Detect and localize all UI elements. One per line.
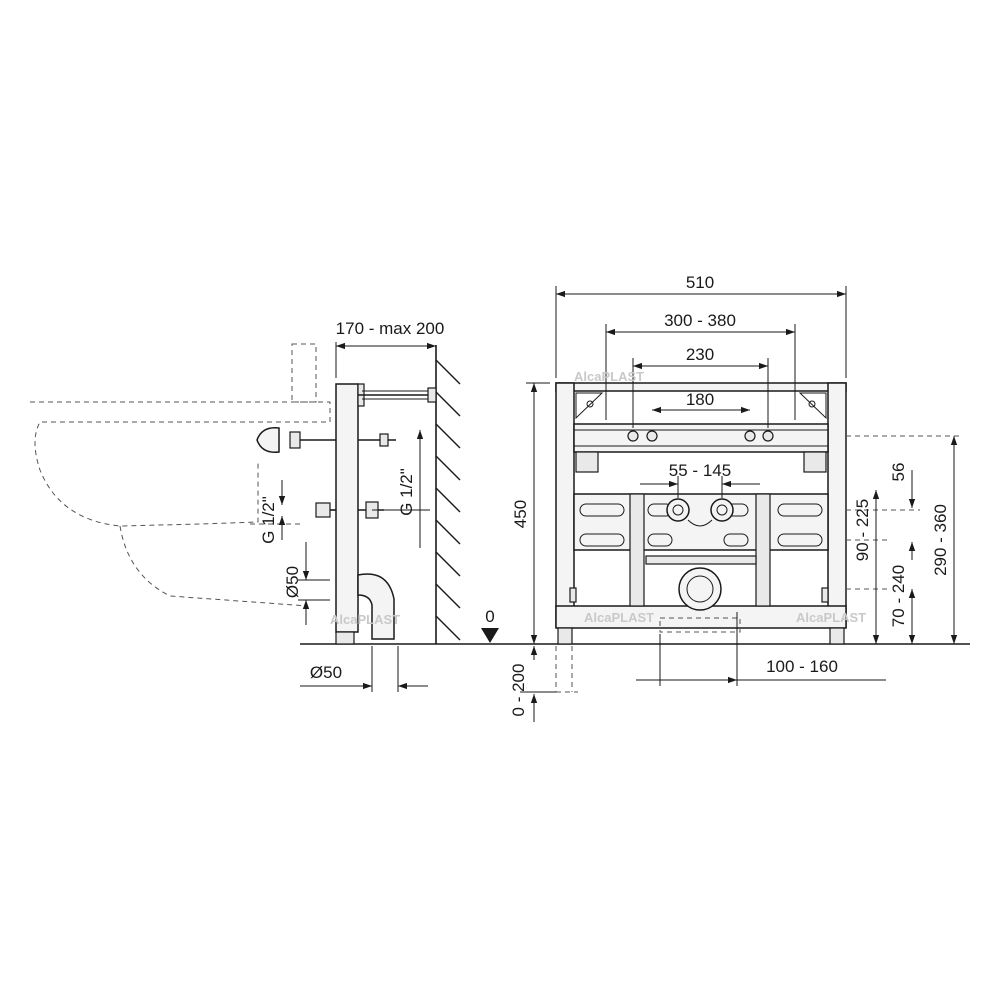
watermark-front-bottom: AlcaPLAST	[584, 610, 654, 625]
rail-bolt-2	[646, 430, 658, 442]
dim-front-height: 450	[511, 500, 530, 528]
rail-bolt-3	[744, 430, 756, 442]
water-inlet-left	[666, 498, 690, 522]
dim-right-290-360: 290 - 360	[931, 504, 950, 576]
zero-level-marker: 0	[481, 607, 499, 643]
dim-g-half-right: G 1/2"	[397, 468, 416, 516]
mounting-bolt-middle	[289, 431, 396, 449]
front-frame-right-post	[827, 382, 847, 628]
watermark-front-top: AlcaPLAST	[574, 369, 644, 384]
side-view: 170 - max 200 G 1/2" G 1/2" Ø50 Ø50 Alca…	[30, 319, 461, 692]
dim-rail-230: 230	[686, 345, 714, 364]
front-mounting-plate	[573, 493, 829, 551]
front-view: 510 300 - 380 230 180 55 - 145 100 - 160…	[509, 273, 960, 722]
mounting-bolt-top	[358, 387, 437, 403]
dim-front-width: 510	[686, 273, 714, 292]
dim-drain-dia-bottom: Ø50	[310, 663, 342, 682]
bidet-connector	[256, 427, 280, 453]
zero-level-label: 0	[485, 607, 494, 626]
dim-rail-180: 180	[686, 390, 714, 409]
rail-bolt-1	[627, 430, 639, 442]
front-upper-rail	[573, 423, 829, 453]
dim-leg-adjust: 0 - 200	[509, 664, 528, 717]
dim-inlet-spacing: 55 - 145	[669, 461, 731, 480]
dim-mount-span: 300 - 380	[664, 311, 736, 330]
front-foot-left	[557, 627, 573, 645]
dim-drain-offset: 100 - 160	[766, 657, 838, 676]
front-foot-right	[829, 627, 845, 645]
dim-right-70-240: 70 - 240	[889, 565, 908, 627]
dim-side-depth: 170 - max 200	[336, 319, 445, 338]
wall-hatching	[435, 359, 461, 641]
dim-g-half-left: G 1/2"	[259, 496, 278, 544]
dim-right-90-225: 90 - 225	[853, 499, 872, 561]
side-frame-foot	[335, 631, 355, 645]
water-inlet-fitting	[315, 501, 384, 519]
watermark-side: AlcaPLAST	[330, 612, 400, 627]
watermark-front-right: AlcaPLAST	[796, 610, 866, 625]
dim-drain-dia-vertical: Ø50	[283, 566, 302, 598]
bidet-outline	[30, 401, 331, 527]
drain-pipe	[678, 567, 722, 611]
side-frame-post	[335, 383, 359, 633]
rail-bolt-4	[762, 430, 774, 442]
drain-elbow	[357, 573, 395, 640]
dim-right-56: 56	[889, 463, 908, 482]
water-inlet-right	[710, 498, 734, 522]
